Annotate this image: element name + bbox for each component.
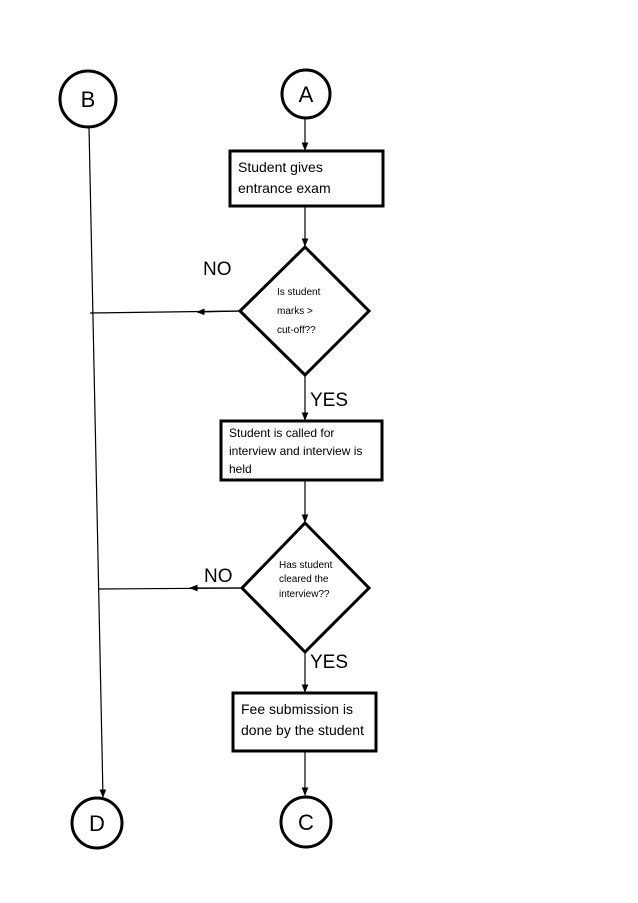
decision-interview-check-line-3: interview?? — [279, 589, 330, 600]
step-fee-line-1: Fee submission is — [241, 701, 353, 717]
connector-d: D — [70, 796, 124, 850]
step-interview-line-3: held — [229, 462, 252, 476]
decision-marks-check: Is student marks > cut-off?? — [237, 244, 372, 378]
decision-marks-check-line-3: cut-off?? — [277, 325, 316, 336]
step-entrance-exam-line-1: Student gives — [238, 159, 323, 175]
interview-yes-label: YES — [310, 652, 348, 673]
decision-interview-check-line-2: cleared the — [279, 574, 329, 585]
connector-a: A — [280, 68, 332, 120]
step-interview-line-1: Student is called for — [229, 426, 334, 440]
step-interview-line-2: interview and interview is — [229, 444, 362, 458]
connector-a-label: A — [299, 82, 314, 107]
edge-marks-check-no-arrowhead — [196, 308, 241, 316]
step-entrance-exam-line-2: entrance exam — [238, 180, 331, 196]
decision-interview-check: Has student cleared the interview?? — [239, 520, 372, 655]
decision-marks-check-line-1: Is student — [277, 287, 321, 298]
edge-b-to-d — [88, 126, 107, 798]
connector-b-label: B — [81, 87, 96, 112]
connector-b: B — [58, 69, 118, 129]
connector-c-label: C — [298, 810, 314, 835]
step-entrance-exam: Student gives entrance exam — [228, 149, 385, 208]
decision-marks-check-line-2: marks > — [277, 306, 313, 317]
step-fee-line-2: done by the student — [241, 722, 364, 738]
marks-no-label: NO — [203, 259, 232, 280]
decision-interview-check-line-1: Has student — [279, 560, 333, 571]
connector-d-label: D — [89, 811, 105, 836]
step-fee-submission: Fee submission is done by the student — [231, 691, 378, 753]
connector-c: C — [279, 795, 333, 849]
step-interview: Student is called for interview and inte… — [219, 419, 384, 482]
interview-no-label: NO — [204, 566, 233, 587]
marks-yes-label: YES — [310, 390, 348, 411]
